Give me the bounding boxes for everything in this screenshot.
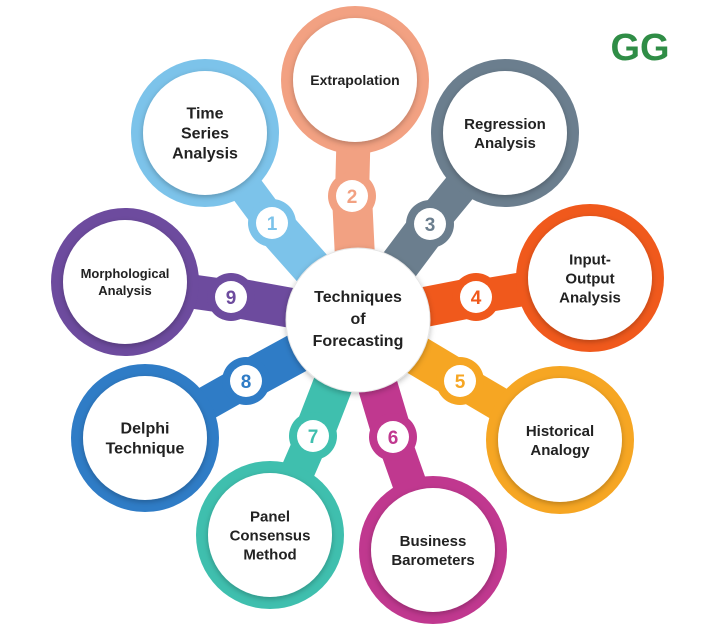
node-disc-7 (208, 473, 332, 597)
node-disc-5 (498, 378, 622, 502)
node-label-1-line-2: Series (181, 126, 229, 143)
node-label-7-line-1: Panel (250, 508, 290, 525)
node-disc-1 (143, 71, 267, 195)
number-disc-7 (297, 420, 329, 452)
number-disc-9 (215, 281, 247, 313)
node-number-7: 7 (308, 427, 319, 448)
center-title-line-3: Forecasting (313, 333, 404, 350)
node-disc-6 (371, 488, 495, 612)
node-label-3-line-1: Regression (464, 116, 546, 133)
node-disc-2 (293, 18, 417, 142)
node-label-4-line-1: Input- (569, 251, 611, 268)
node-label-1-line-3: Analysis (172, 146, 238, 163)
node-number-1: 1 (267, 214, 278, 235)
node-label-9-line-1: Morphological (81, 266, 170, 281)
node-label-5-line-1: Historical (526, 423, 594, 440)
node-label-5-line-2: Analogy (530, 442, 590, 459)
node-disc-9 (63, 220, 187, 344)
node-label-7-line-2: Consensus (230, 527, 311, 544)
geeksforgeeks-logo: GG (610, 27, 669, 69)
center-title-line-2: of (350, 311, 366, 328)
node-number-5: 5 (455, 372, 466, 393)
node-label-7-line-3: Method (243, 546, 296, 563)
node-label-3-line-2: Analysis (474, 135, 536, 152)
technique-node-2: Extrapolation 2 (281, 6, 429, 220)
center-circle (285, 247, 431, 393)
number-disc-8 (230, 365, 262, 397)
number-disc-2 (336, 180, 368, 212)
node-label-9-line-2: Analysis (98, 283, 151, 298)
node-number-8: 8 (241, 372, 252, 393)
node-disc-3 (443, 71, 567, 195)
node-number-6: 6 (388, 428, 399, 449)
node-number-2: 2 (347, 187, 358, 208)
center-title-line-1: Techniques (314, 289, 402, 306)
node-label-2-line-1: Extrapolation (310, 72, 399, 88)
node-number-9: 9 (226, 288, 237, 309)
number-disc-1 (256, 207, 288, 239)
node-label-6-line-1: Business (400, 533, 467, 550)
node-label-8-line-2: Technique (106, 441, 185, 458)
node-label-4-line-3: Analysis (559, 289, 621, 306)
node-disc-4 (528, 216, 652, 340)
number-disc-6 (377, 421, 409, 453)
node-number-3: 3 (425, 215, 436, 236)
node-label-1-line-1: Time (186, 106, 223, 123)
node-disc-8 (83, 376, 207, 500)
number-disc-3 (414, 208, 446, 240)
logo-text: GG (610, 27, 669, 69)
center-hub: Techniques of Forecasting (285, 247, 431, 393)
number-disc-5 (444, 365, 476, 397)
node-number-4: 4 (471, 288, 482, 309)
number-disc-4 (460, 281, 492, 313)
node-label-4-line-2: Output (565, 270, 614, 287)
node-label-6-line-2: Barometers (391, 552, 474, 569)
node-label-8-line-1: Delphi (121, 421, 170, 438)
